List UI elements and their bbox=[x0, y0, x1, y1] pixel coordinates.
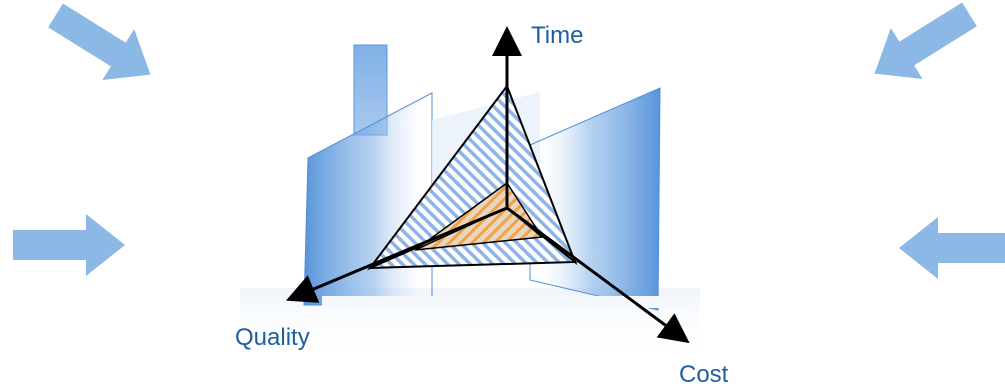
time-label: Time bbox=[531, 22, 583, 49]
cost-label: Cost bbox=[679, 361, 729, 388]
middle-left-incoming-arrow bbox=[13, 214, 125, 276]
quality-axis bbox=[285, 206, 508, 303]
top-right-incoming-arrow bbox=[874, 2, 977, 79]
quality-label: Quality bbox=[235, 324, 310, 351]
cost-axis bbox=[506, 206, 690, 344]
factory-floor-line bbox=[322, 296, 682, 308]
middle-right-incoming-arrow bbox=[899, 217, 1005, 279]
top-left-incoming-arrow bbox=[48, 3, 151, 80]
diagram-axes bbox=[285, 26, 690, 344]
